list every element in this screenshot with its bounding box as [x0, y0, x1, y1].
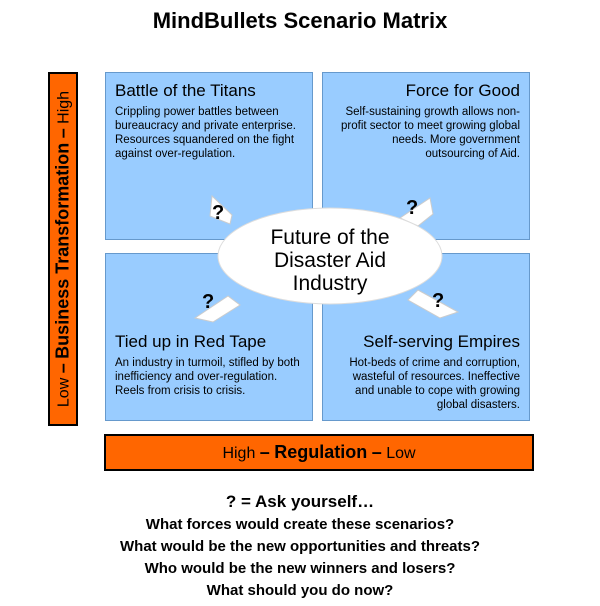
question-mark-top-left: ? — [212, 202, 225, 224]
arrow-top-left-icon — [209, 194, 233, 225]
horizontal-axis-bar: High – Regulation – Low — [104, 434, 534, 471]
quadrant-battle-of-the-titans: Battle of the Titans Crippling power bat… — [105, 72, 313, 240]
quadrant-description: Hot-beds of crime and corruption, wastef… — [349, 357, 520, 411]
quadrant-title: Battle of the Titans — [115, 81, 256, 100]
center-label: Future of the Disaster Aid Industry — [270, 226, 390, 295]
horizontal-axis-high: High — [222, 445, 256, 462]
legend-question: What would be the new opportunities and … — [120, 538, 480, 555]
center-ellipse — [217, 207, 443, 305]
quadrant-title: Self-serving Empires — [363, 332, 520, 351]
quadrant-description: An industry in turmoil, stifled by both … — [115, 357, 300, 397]
matrix-title: MindBullets Scenario Matrix — [152, 8, 448, 33]
legend-question: What forces would create these scenarios… — [145, 516, 455, 533]
quadrant-description: Self-sustaining growth allows non-profit… — [341, 106, 520, 160]
legend-question: What should you do now? — [206, 582, 394, 599]
question-mark-bottom-left: ? — [202, 291, 215, 313]
quadrant-title: Tied up in Red Tape — [115, 332, 267, 351]
quadrant-description: Crippling power battles between bureaucr… — [115, 106, 296, 160]
horizontal-axis-name: Regulation — [274, 442, 368, 462]
legend-question: Who would be the new winners and losers? — [144, 560, 456, 577]
vertical-axis-bar: Low – Business Transformation – High — [48, 72, 78, 426]
question-mark-top-right: ? — [406, 197, 419, 219]
legend-heading: ? = Ask yourself… — [225, 492, 375, 511]
arrow-bottom-right-icon — [407, 289, 460, 319]
question-mark-bottom-right: ? — [432, 290, 445, 312]
horizontal-axis-low: Low — [386, 445, 416, 462]
quadrant-title: Force for Good — [405, 81, 520, 100]
arrow-bottom-left-icon — [193, 295, 241, 323]
